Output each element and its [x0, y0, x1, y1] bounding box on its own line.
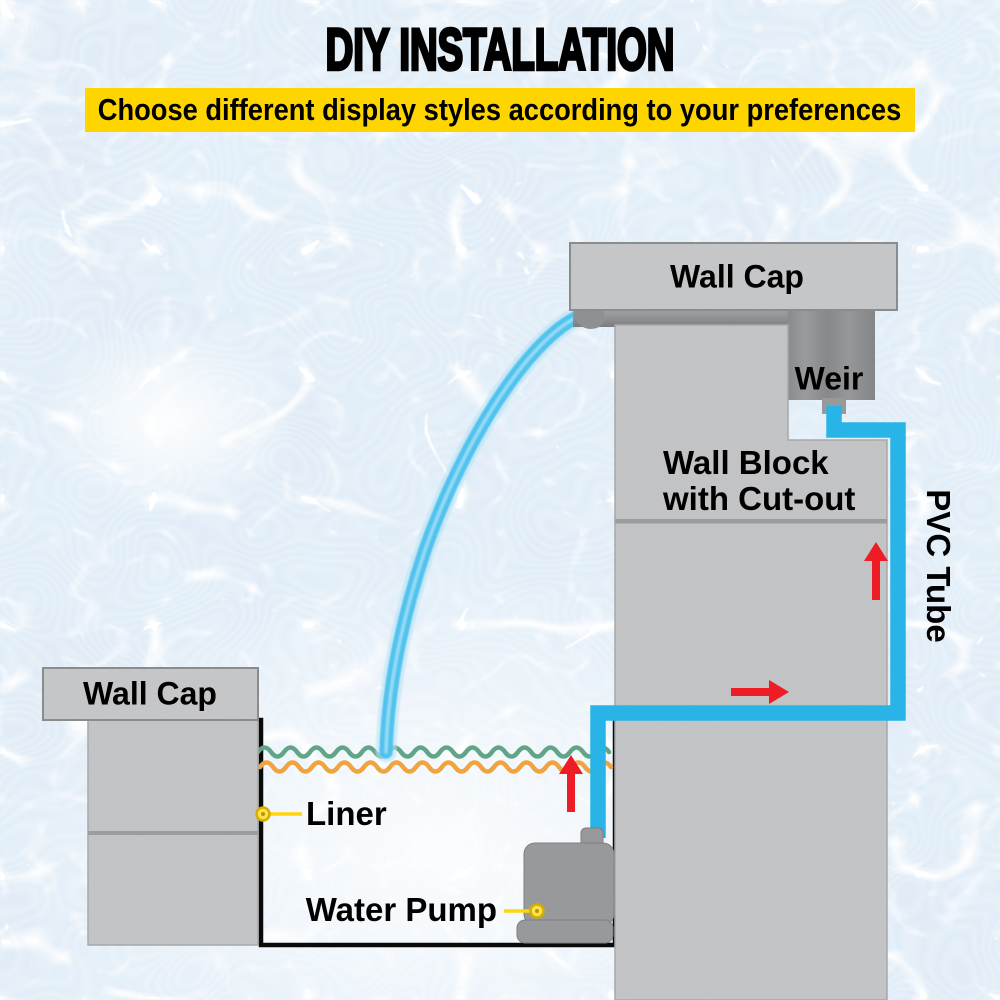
- label-wall-cap-right: Wall Cap: [670, 258, 804, 295]
- subtitle-text: Choose different display styles accordin…: [98, 92, 902, 127]
- label-wall-block-line1: Wall Block: [663, 444, 829, 481]
- pvc-tube-pipe: [590, 406, 906, 838]
- label-pvc-tube: PVC Tube: [920, 489, 957, 643]
- arrow-up-pump: [559, 755, 583, 812]
- flow-arrows: [559, 542, 888, 812]
- right-wall-block: [614, 324, 888, 1000]
- left-wall-mortar-line: [88, 831, 258, 835]
- arrow-right: [731, 680, 789, 704]
- weir-box: [788, 310, 875, 400]
- label-wall-cap-left: Wall Cap: [83, 675, 217, 712]
- label-liner: Liner: [306, 795, 387, 832]
- water-pump: [516, 827, 615, 944]
- right-wall-mortar-line: [615, 519, 887, 524]
- water-surface-wave-green: [255, 745, 612, 759]
- background-glint: [40, 320, 300, 520]
- liner-callout: [255, 806, 302, 822]
- label-weir: Weir: [794, 360, 864, 397]
- water-surface-wave-orange: [257, 760, 614, 774]
- label-wall-block: Wall Block with Cut-out: [663, 445, 855, 517]
- waterfall-arc: [375, 303, 596, 763]
- arrow-up-right-wall: [864, 542, 888, 600]
- right-wall-cap: [569, 242, 898, 311]
- pump-callout: [504, 903, 545, 919]
- page-title: DIY INSTALLATION: [324, 16, 675, 85]
- label-wall-block-line2: with Cut-out: [663, 480, 856, 517]
- label-water-pump: Water Pump: [305, 891, 497, 928]
- left-wall-cap: [42, 667, 259, 721]
- weir-spout-lip: [574, 310, 604, 329]
- subtitle-banner: Choose different display styles accordin…: [85, 88, 915, 132]
